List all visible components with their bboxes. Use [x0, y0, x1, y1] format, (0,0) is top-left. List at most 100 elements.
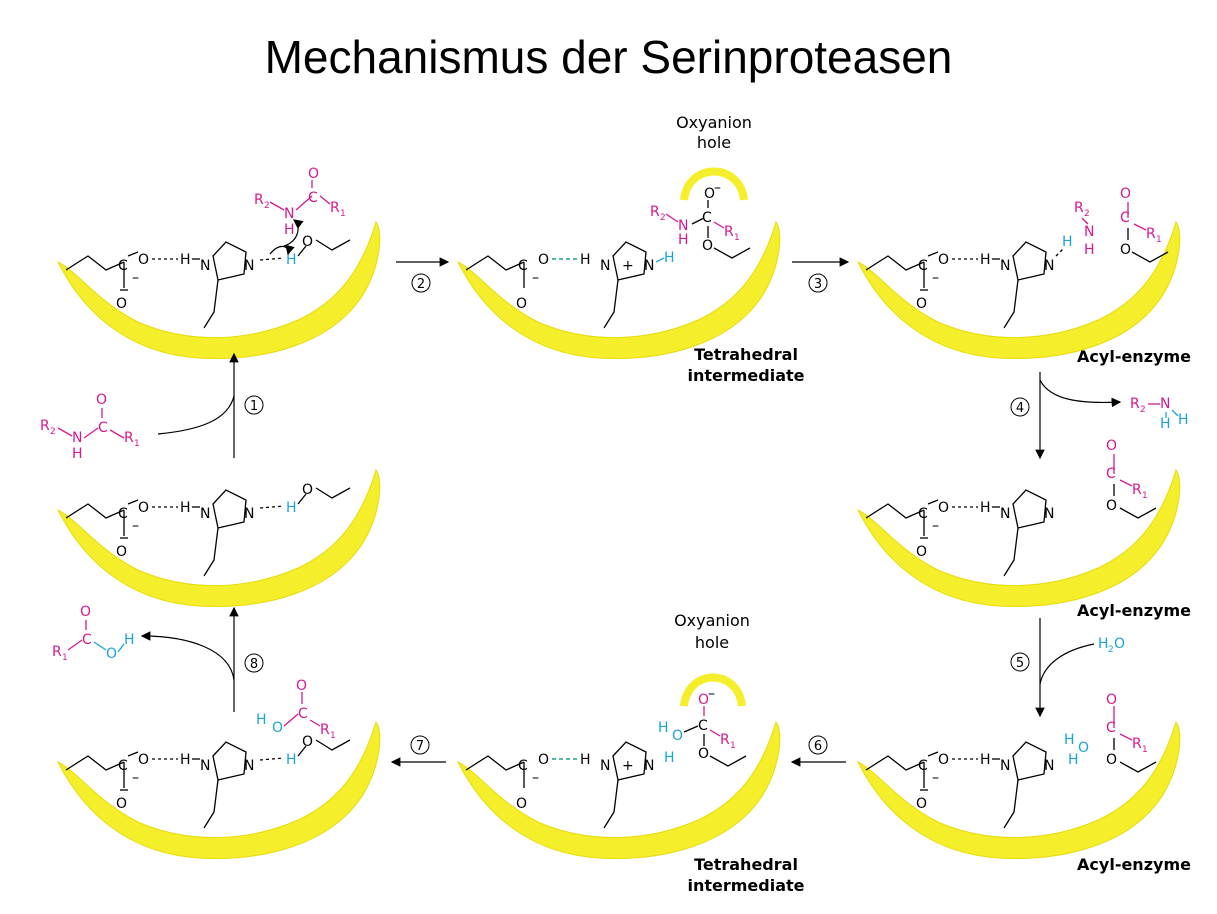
- oxyanion-label-line1: Oxyanion: [676, 113, 752, 132]
- svg-text:H: H: [1064, 732, 1075, 748]
- svg-text:–: –: [532, 770, 539, 786]
- svg-text:R: R: [724, 224, 734, 240]
- svg-text:O: O: [302, 234, 313, 250]
- svg-text:C: C: [1120, 210, 1130, 226]
- svg-text:C: C: [298, 706, 308, 722]
- svg-text:O: O: [704, 186, 715, 202]
- acyl-enzyme-label-1: Acyl-enzyme: [1077, 347, 1191, 366]
- step-3-label: 3: [814, 277, 822, 292]
- step-8-label: 8: [250, 657, 258, 672]
- svg-text:R: R: [720, 732, 730, 748]
- svg-text:O: O: [538, 252, 549, 268]
- svg-text:–: –: [708, 686, 715, 702]
- svg-text:O: O: [1106, 752, 1117, 768]
- svg-text:C: C: [82, 632, 92, 648]
- svg-text:H: H: [1178, 412, 1189, 428]
- svg-text:H: H: [1098, 636, 1109, 652]
- step-1-label: 1: [250, 399, 258, 414]
- svg-text:R: R: [650, 204, 660, 220]
- svg-text:1: 1: [1156, 235, 1162, 245]
- svg-text:2: 2: [1140, 405, 1146, 415]
- svg-text:C: C: [518, 758, 528, 774]
- svg-text:H: H: [1062, 234, 1073, 250]
- svg-text:O: O: [80, 604, 91, 620]
- step-2-label: 2: [417, 277, 425, 292]
- tetrahedral-label-2-line2: intermediate: [687, 876, 804, 895]
- svg-text:+: +: [622, 758, 634, 774]
- svg-text:1: 1: [730, 741, 736, 751]
- tetrahedral-label-1-line1: Tetrahedral: [694, 345, 798, 364]
- svg-text:1: 1: [134, 439, 140, 449]
- svg-text:2: 2: [50, 427, 56, 437]
- svg-text:O: O: [672, 728, 683, 744]
- svg-text:O: O: [308, 166, 319, 182]
- svg-text:O: O: [1120, 242, 1131, 258]
- step-5-label: 5: [1016, 656, 1024, 671]
- svg-text:R: R: [40, 418, 50, 434]
- tetrahedral-label-1-line2: intermediate: [687, 366, 804, 385]
- svg-text:1: 1: [1142, 491, 1148, 501]
- svg-text:R: R: [330, 200, 340, 216]
- svg-text:N: N: [1084, 224, 1094, 240]
- svg-text:O: O: [1114, 636, 1125, 652]
- svg-text:O: O: [702, 238, 713, 254]
- svg-text:C: C: [1106, 720, 1116, 736]
- svg-text:N: N: [600, 758, 610, 774]
- tetrahedral-label-2-line1: Tetrahedral: [694, 855, 798, 874]
- svg-text:+: +: [622, 258, 634, 274]
- svg-text:O: O: [296, 678, 307, 694]
- step-4-label: 4: [1016, 401, 1024, 416]
- svg-text:R: R: [124, 430, 134, 446]
- svg-text:O: O: [538, 752, 549, 768]
- svg-text:2: 2: [1108, 645, 1114, 655]
- svg-text:C: C: [702, 210, 712, 226]
- svg-text:1: 1: [734, 233, 740, 243]
- svg-text:R: R: [320, 722, 330, 738]
- svg-text:N: N: [678, 218, 688, 234]
- svg-text:O: O: [1120, 186, 1131, 202]
- svg-text:H: H: [286, 500, 297, 516]
- svg-text:O: O: [302, 482, 313, 498]
- svg-text:O: O: [516, 796, 527, 812]
- oxyanion-label-2-line2: hole: [695, 633, 729, 652]
- svg-text:O: O: [1106, 692, 1117, 708]
- svg-text:H: H: [286, 252, 297, 268]
- svg-text:2: 2: [264, 201, 270, 211]
- svg-text:O: O: [516, 296, 527, 312]
- step-7-label: 7: [416, 739, 424, 754]
- svg-text:1: 1: [330, 731, 336, 741]
- svg-text:2: 2: [1084, 209, 1090, 219]
- svg-text:R: R: [254, 192, 264, 208]
- svg-text:–: –: [714, 180, 721, 196]
- svg-text:H: H: [664, 250, 675, 266]
- svg-text:O: O: [96, 392, 107, 408]
- svg-text:R: R: [1074, 200, 1084, 216]
- svg-text:R: R: [52, 644, 62, 660]
- svg-text:C: C: [518, 258, 528, 274]
- svg-text:R: R: [1132, 482, 1142, 498]
- svg-text:C: C: [98, 420, 108, 436]
- svg-text:1: 1: [62, 653, 68, 663]
- svg-text:N: N: [284, 206, 294, 222]
- svg-text:–: –: [532, 270, 539, 286]
- svg-text:C: C: [698, 718, 708, 734]
- svg-text:O: O: [1078, 740, 1089, 756]
- svg-text:H: H: [1084, 242, 1095, 258]
- svg-text:H: H: [658, 720, 669, 736]
- svg-text:O: O: [272, 720, 283, 736]
- oxyanion-label-2-line1: Oxyanion: [674, 611, 750, 630]
- svg-text:C: C: [1106, 466, 1116, 482]
- svg-text:H: H: [664, 750, 675, 766]
- svg-text:H: H: [124, 632, 135, 648]
- svg-text:N: N: [600, 258, 610, 274]
- svg-text:1: 1: [340, 209, 346, 219]
- acyl-enzyme-label-3: Acyl-enzyme: [1077, 855, 1191, 874]
- svg-text:N: N: [644, 758, 654, 774]
